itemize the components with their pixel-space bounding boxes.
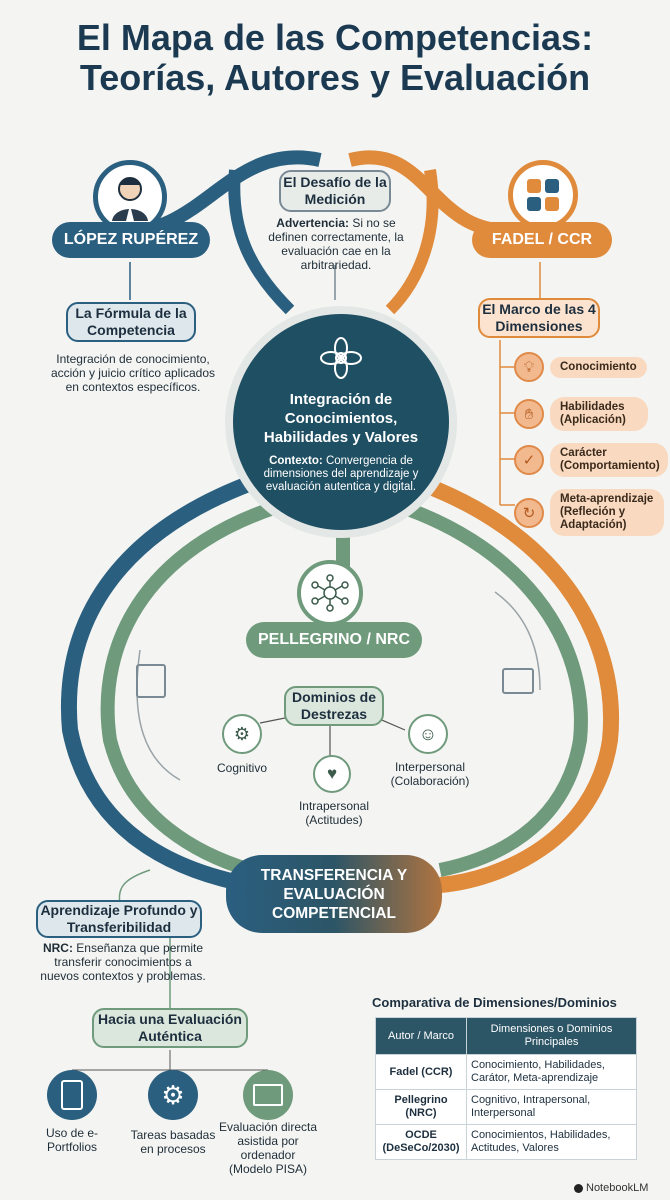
checklist-icon <box>136 664 166 698</box>
tablet-icon <box>47 1070 97 1120</box>
green-loop <box>100 493 302 877</box>
brand-logo: NotebookLM <box>574 1182 648 1194</box>
lopez-avatar <box>93 160 167 234</box>
table-row: Pellegrino (NRC) Cognitivo, Intrapersona… <box>375 1089 637 1125</box>
shield-icon: ✓ <box>514 445 544 475</box>
dimension-habilidades: ✋︎ Habilidades (Aplicación) <box>514 397 648 431</box>
pellegrino-name-badge: PELLEGRINO / NRC <box>246 622 422 658</box>
gear-icon: ⚙ <box>148 1070 198 1120</box>
item-tareas: Tareas basadas en procesos <box>130 1128 216 1156</box>
domain-cognitivo: Cognitivo <box>216 761 268 775</box>
lopez-description: Integración de conocimiento, acción y ju… <box>50 352 216 394</box>
computer-icon <box>243 1070 293 1120</box>
touchscreen-icon <box>502 668 534 694</box>
domain-interpersonal: Interpersonal (Colaboración) <box>390 760 470 788</box>
item-eportfolios: Uso de e-Portfolios <box>45 1126 99 1154</box>
lopez-name-badge: LÓPEZ RUPÉREZ <box>52 222 210 258</box>
fadel-name-badge: FADEL / CCR <box>472 222 612 258</box>
head-cycle-icon: ↻ <box>514 497 544 528</box>
person-icon <box>112 177 148 221</box>
title-line-1: El Mapa de las Competencias: <box>76 17 594 58</box>
page-title: El Mapa de las Competencias: Teorías, Au… <box>0 18 670 98</box>
table-row: Fadel (CCR) Conocimiento, Habilidades, C… <box>375 1054 637 1090</box>
blue-loop <box>61 462 293 893</box>
desafio-warning: Advertencia: Si no se definen correctame… <box>268 216 404 272</box>
table-row: OCDE (DeSeCo/2030) Conocimientos, Habili… <box>375 1124 637 1160</box>
brain-icon: ⚙ <box>222 714 262 754</box>
fadel-icon <box>508 160 578 230</box>
dimension-caracter: ✓ Carácter (Comportamiento) <box>514 443 668 477</box>
header-autor: Autor / Marco <box>375 1017 467 1055</box>
pellegrino-icon <box>297 560 363 626</box>
flower-icon <box>320 337 362 379</box>
header-dimensiones: Dimensiones o Dominios Principales <box>466 1017 637 1055</box>
aprendizaje-text: NRC: Enseñanza que permite transferir co… <box>40 941 206 983</box>
center-title: Integración de Conocimientos, Habilidade… <box>263 391 419 446</box>
center-circle: Integración de Conocimientos, Habilidade… <box>225 306 457 538</box>
transfer-badge: TRANSFERENCIA Y EVALUACIÓN COMPETENCIAL <box>226 855 442 933</box>
right-loop-orange <box>377 462 619 893</box>
comparison-title: Comparativa de Dimensiones/Dominios <box>372 995 617 1010</box>
lopez-formula-box: La Fórmula de la Competencia <box>66 302 196 342</box>
network-icon <box>311 574 349 612</box>
center-context: Contexto: Convergencia de dimensiones de… <box>263 455 419 493</box>
notebook-icon <box>574 1183 583 1193</box>
desafio-title-box: El Desafío de la Medición <box>279 170 391 212</box>
hand-icon: ✋︎ <box>514 399 544 429</box>
aprendizaje-title-box: Aprendizaje Profundo y Transferibilidad <box>36 900 202 938</box>
bulb-icon: 💡︎ <box>514 352 544 382</box>
people-icon: ☺ <box>408 714 448 754</box>
fadel-framework-box: El Marco de las 4 Dimensiones <box>478 298 600 338</box>
table-header-row: Autor / Marco Dimensiones o Dominios Pri… <box>375 1017 637 1055</box>
dimension-conocimiento: 💡︎ Conocimiento <box>514 352 647 382</box>
autentica-title-box: Hacia una Evaluación Auténtica <box>92 1008 248 1048</box>
head-heart-icon: ♥ <box>313 755 351 793</box>
domains-title-box: Dominios de Destrezas <box>284 686 384 726</box>
title-line-2: Teorías, Autores y Evaluación <box>79 57 591 98</box>
domain-intrapersonal: Intrapersonal (Actitudes) <box>298 799 370 827</box>
item-evaluacion-directa: Evaluación directa asistida por ordenado… <box>218 1120 318 1176</box>
dimension-meta-aprendizaje: ↻ Meta-aprendizaje (Refleción y Adaptaci… <box>514 489 664 536</box>
puzzle-cycle-icon <box>527 179 559 211</box>
right-loop-green <box>378 493 588 877</box>
comparison-table: Autor / Marco Dimensiones o Dominios Pri… <box>375 1017 637 1160</box>
